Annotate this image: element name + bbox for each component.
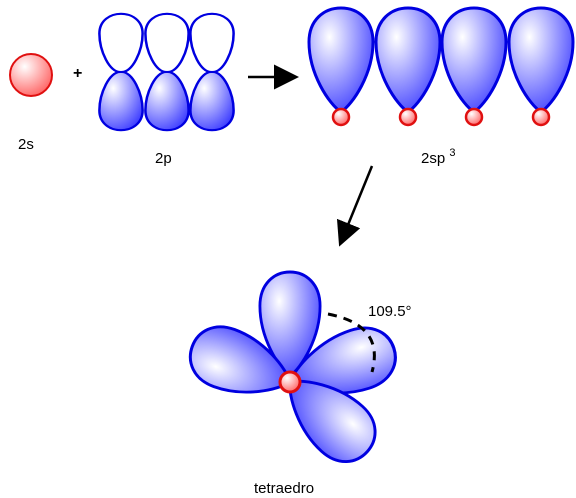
s-orbital	[9, 53, 53, 97]
tetra-center	[278, 370, 302, 394]
p-orbital-lower-lobe	[144, 70, 190, 132]
p-orbital-upper-lobe	[98, 12, 144, 74]
p-orbital-upper-lobe	[144, 12, 190, 74]
sp3-small-lobe	[331, 107, 351, 127]
sp3-small-lobe	[398, 107, 418, 127]
p-orbital	[189, 12, 235, 132]
p-orbital	[144, 12, 190, 132]
geometry-label: tetraedro	[254, 480, 314, 497]
p-orbitals	[98, 12, 235, 132]
plus-sign: +	[73, 65, 82, 82]
p-orbital-lower-lobe	[98, 70, 144, 132]
sp3-label-base: 2sp	[421, 150, 445, 167]
p-orbital-upper-lobe	[189, 12, 235, 74]
sp3-large-lobe	[374, 6, 442, 114]
geometry-arrow	[336, 165, 374, 247]
sp3-large-lobe	[307, 6, 375, 114]
sp3-orbitals	[307, 6, 575, 127]
s-orbital-sphere	[9, 53, 53, 97]
sp3-large-lobe	[440, 6, 508, 114]
sp3-orbital	[374, 6, 442, 127]
p-orbitals-label: 2p	[155, 150, 172, 167]
sp3-orbital	[440, 6, 508, 127]
sp3-label-superscript: 3	[449, 147, 455, 159]
sp3-large-lobe	[507, 6, 575, 114]
sp3-orbital	[507, 6, 575, 127]
p-orbital	[98, 12, 144, 132]
p-orbital-lower-lobe	[189, 70, 235, 132]
sp3-small-lobe	[464, 107, 484, 127]
sp3-small-lobe	[531, 107, 551, 127]
tetrahedral-orbitals	[180, 270, 405, 476]
bond-angle-label: 109.5°	[368, 303, 412, 320]
sp3-orbital	[307, 6, 375, 127]
s-orbital-label: 2s	[18, 136, 34, 153]
sp3-label: 2sp 3	[421, 147, 455, 167]
